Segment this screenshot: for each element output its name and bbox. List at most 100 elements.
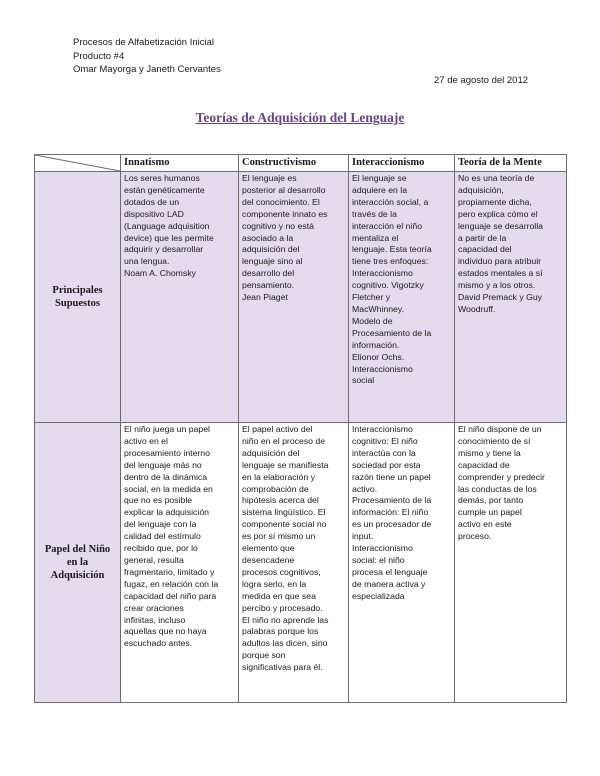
- cell-text-line: información: El niño: [352, 507, 429, 518]
- cell-text-line: adquisición del: [242, 244, 300, 255]
- cell-text-line: componente social no: [242, 519, 327, 530]
- cell-text-line: social, en la medida en: [124, 483, 213, 494]
- cell-text-line: mentaliza el: [352, 232, 399, 243]
- document-title: Teorías de Adquisición del Lenguaje: [195, 110, 405, 125]
- column-header-innatismo: Innatismo: [120, 154, 239, 172]
- cell-text-line: especializada: [352, 590, 405, 601]
- cell-text-line: (Language adquisition: [124, 220, 210, 231]
- cell-text-line: cognitivo. Vigotzky: [352, 280, 424, 291]
- cell-text-line: están genéticamente: [124, 184, 205, 195]
- cell-text-line: calidad del estímulo: [124, 531, 201, 542]
- cell-text-line: adquiere en la: [352, 184, 408, 195]
- column-header-teoria-mente: Teoría de la Mente: [454, 154, 567, 172]
- corner-cell: [34, 154, 121, 172]
- cell-text-line: palabras porque los: [242, 626, 319, 637]
- cell-text-line: David Premack y Guy: [458, 292, 543, 303]
- column-header-constructivismo: Constructivismo: [238, 154, 349, 172]
- product-number: Producto #4: [73, 50, 125, 62]
- cell-text-line: El papel activo del: [242, 424, 313, 434]
- cell-text-line: en la elaboración y: [242, 471, 315, 482]
- cell-text-line: adquisición,: [458, 184, 504, 195]
- cell-text-line: del lenguaje con la: [124, 519, 197, 530]
- cell-text-line: en la: [66, 557, 89, 568]
- cell-text-line: No es una teoría de: [458, 173, 535, 183]
- cell-text-line: posterior al desarrollo: [242, 184, 326, 195]
- cell-text-line: procesamiento interno: [124, 447, 210, 458]
- cell-text-line: Los seres humanos: [124, 173, 200, 183]
- cell-text-line: El lenguaje es: [242, 173, 297, 183]
- cell-text-line: significativas para él.: [242, 662, 323, 673]
- cell-text-line: interacción social, a: [352, 196, 429, 207]
- cell-text-line: pensamiento.: [242, 280, 295, 291]
- cell-text-line: lenguaje sino al: [242, 256, 303, 267]
- cell-text-line: es por sí mismo un: [242, 531, 316, 542]
- cell-text-line: demás, por tanto: [458, 495, 524, 506]
- cell-text-line: procesa el lenguaje: [352, 566, 428, 577]
- cell-text-line: Supuestos: [55, 298, 100, 309]
- cell-text-line: activo.: [352, 483, 378, 494]
- cell-text-line: del lenguaje más no: [124, 459, 202, 470]
- cell-text-line: Noam A. Chomsky: [124, 268, 196, 279]
- cell-text-line: Interaccionismo: [352, 363, 413, 374]
- cell-text-line: información.: [352, 339, 400, 350]
- cell-text-line: sociedad por esta: [352, 459, 421, 470]
- cell-text-line: razón tiene un papel: [352, 471, 431, 482]
- cell-text-line: crear oraciones: [124, 602, 184, 613]
- cell-text-line: niño en el proceso de: [242, 435, 326, 446]
- cell-text-line: Fletcher y: [352, 292, 391, 303]
- document-header: Procesos de Alfabetización Inicial Produ…: [73, 36, 221, 77]
- cell-text-line: capacidad de: [458, 459, 510, 470]
- table-header-row: Innatismo Constructivismo Interaccionism…: [34, 154, 567, 172]
- cell-text-line: asociado a la: [242, 232, 294, 243]
- cell-text-line: interacción el niño: [352, 220, 423, 231]
- cell-text-line: Principales: [52, 285, 103, 296]
- cell-text-line: hipótesis acerca del: [242, 495, 319, 506]
- cell-text-line: Procesamiento de la: [352, 495, 432, 506]
- cell-text-line: elemento que: [242, 543, 295, 554]
- course-name: Procesos de Alfabetización Inicial: [73, 37, 214, 48]
- cell-text-line: Interaccionismo: [352, 543, 413, 554]
- cell-text-line: explicar la adquisición: [124, 507, 209, 518]
- cell-text-line: escuchado antes.: [124, 638, 193, 649]
- cell-text-line: comprobación de: [242, 483, 309, 494]
- cell-text-line: individuo para atribuir: [458, 256, 542, 267]
- cell-text-line: comprender y predecir: [458, 471, 545, 482]
- cell-text-line: general, resulta: [124, 554, 184, 565]
- cell-text-line: El niño no aprende las: [242, 614, 329, 625]
- cell-text-line: El lenguaje se: [352, 173, 407, 183]
- column-header-interaccionismo: Interaccionismo: [348, 154, 455, 172]
- cell-text-line: mismo y a los otros.: [458, 280, 536, 291]
- cell-text-line: desencadene: [242, 554, 295, 565]
- cell-text-line: Interaccionismo: [352, 424, 413, 434]
- cell-text-line: input.: [352, 531, 374, 542]
- cell-text-line: pero explica cómo el: [458, 208, 538, 219]
- cell-text-line: aquellas que no haya: [124, 626, 207, 637]
- cell-text-line: social: el niño: [352, 554, 405, 565]
- cell-text-line: a partir de la: [458, 232, 507, 243]
- cell-text-line: una lengua.: [124, 256, 170, 267]
- theories-table: Innatismo Constructivismo Interaccionism…: [34, 154, 567, 703]
- cell-text-line: lenguaje se desarrolla: [458, 220, 544, 231]
- cell-text-line: infinitas, incluso: [124, 614, 186, 625]
- cell-text-line: recibido que, por lo: [124, 543, 198, 554]
- cell-text-line: sistema lingüístico. El: [242, 507, 326, 518]
- cell-text-line: lenguaje se manifiesta: [242, 459, 329, 470]
- cell-text-line: MacWhinney.: [352, 303, 404, 314]
- cell-text-line: través de la: [352, 208, 397, 219]
- cell-text-line: capacidad del: [458, 244, 512, 255]
- cell-text-line: tiene tres enfoques:: [352, 256, 429, 267]
- cell-text-line: medida en que sea: [242, 590, 316, 601]
- cell-text-line: propiamente dicha,: [458, 196, 532, 207]
- cell-text-line: adquisición del: [242, 447, 300, 458]
- cell-text-line: de manera activa y: [352, 578, 426, 589]
- cell-text-line: dotados de un: [124, 196, 180, 207]
- cell-text-line: procesos cognitivos,: [242, 566, 321, 577]
